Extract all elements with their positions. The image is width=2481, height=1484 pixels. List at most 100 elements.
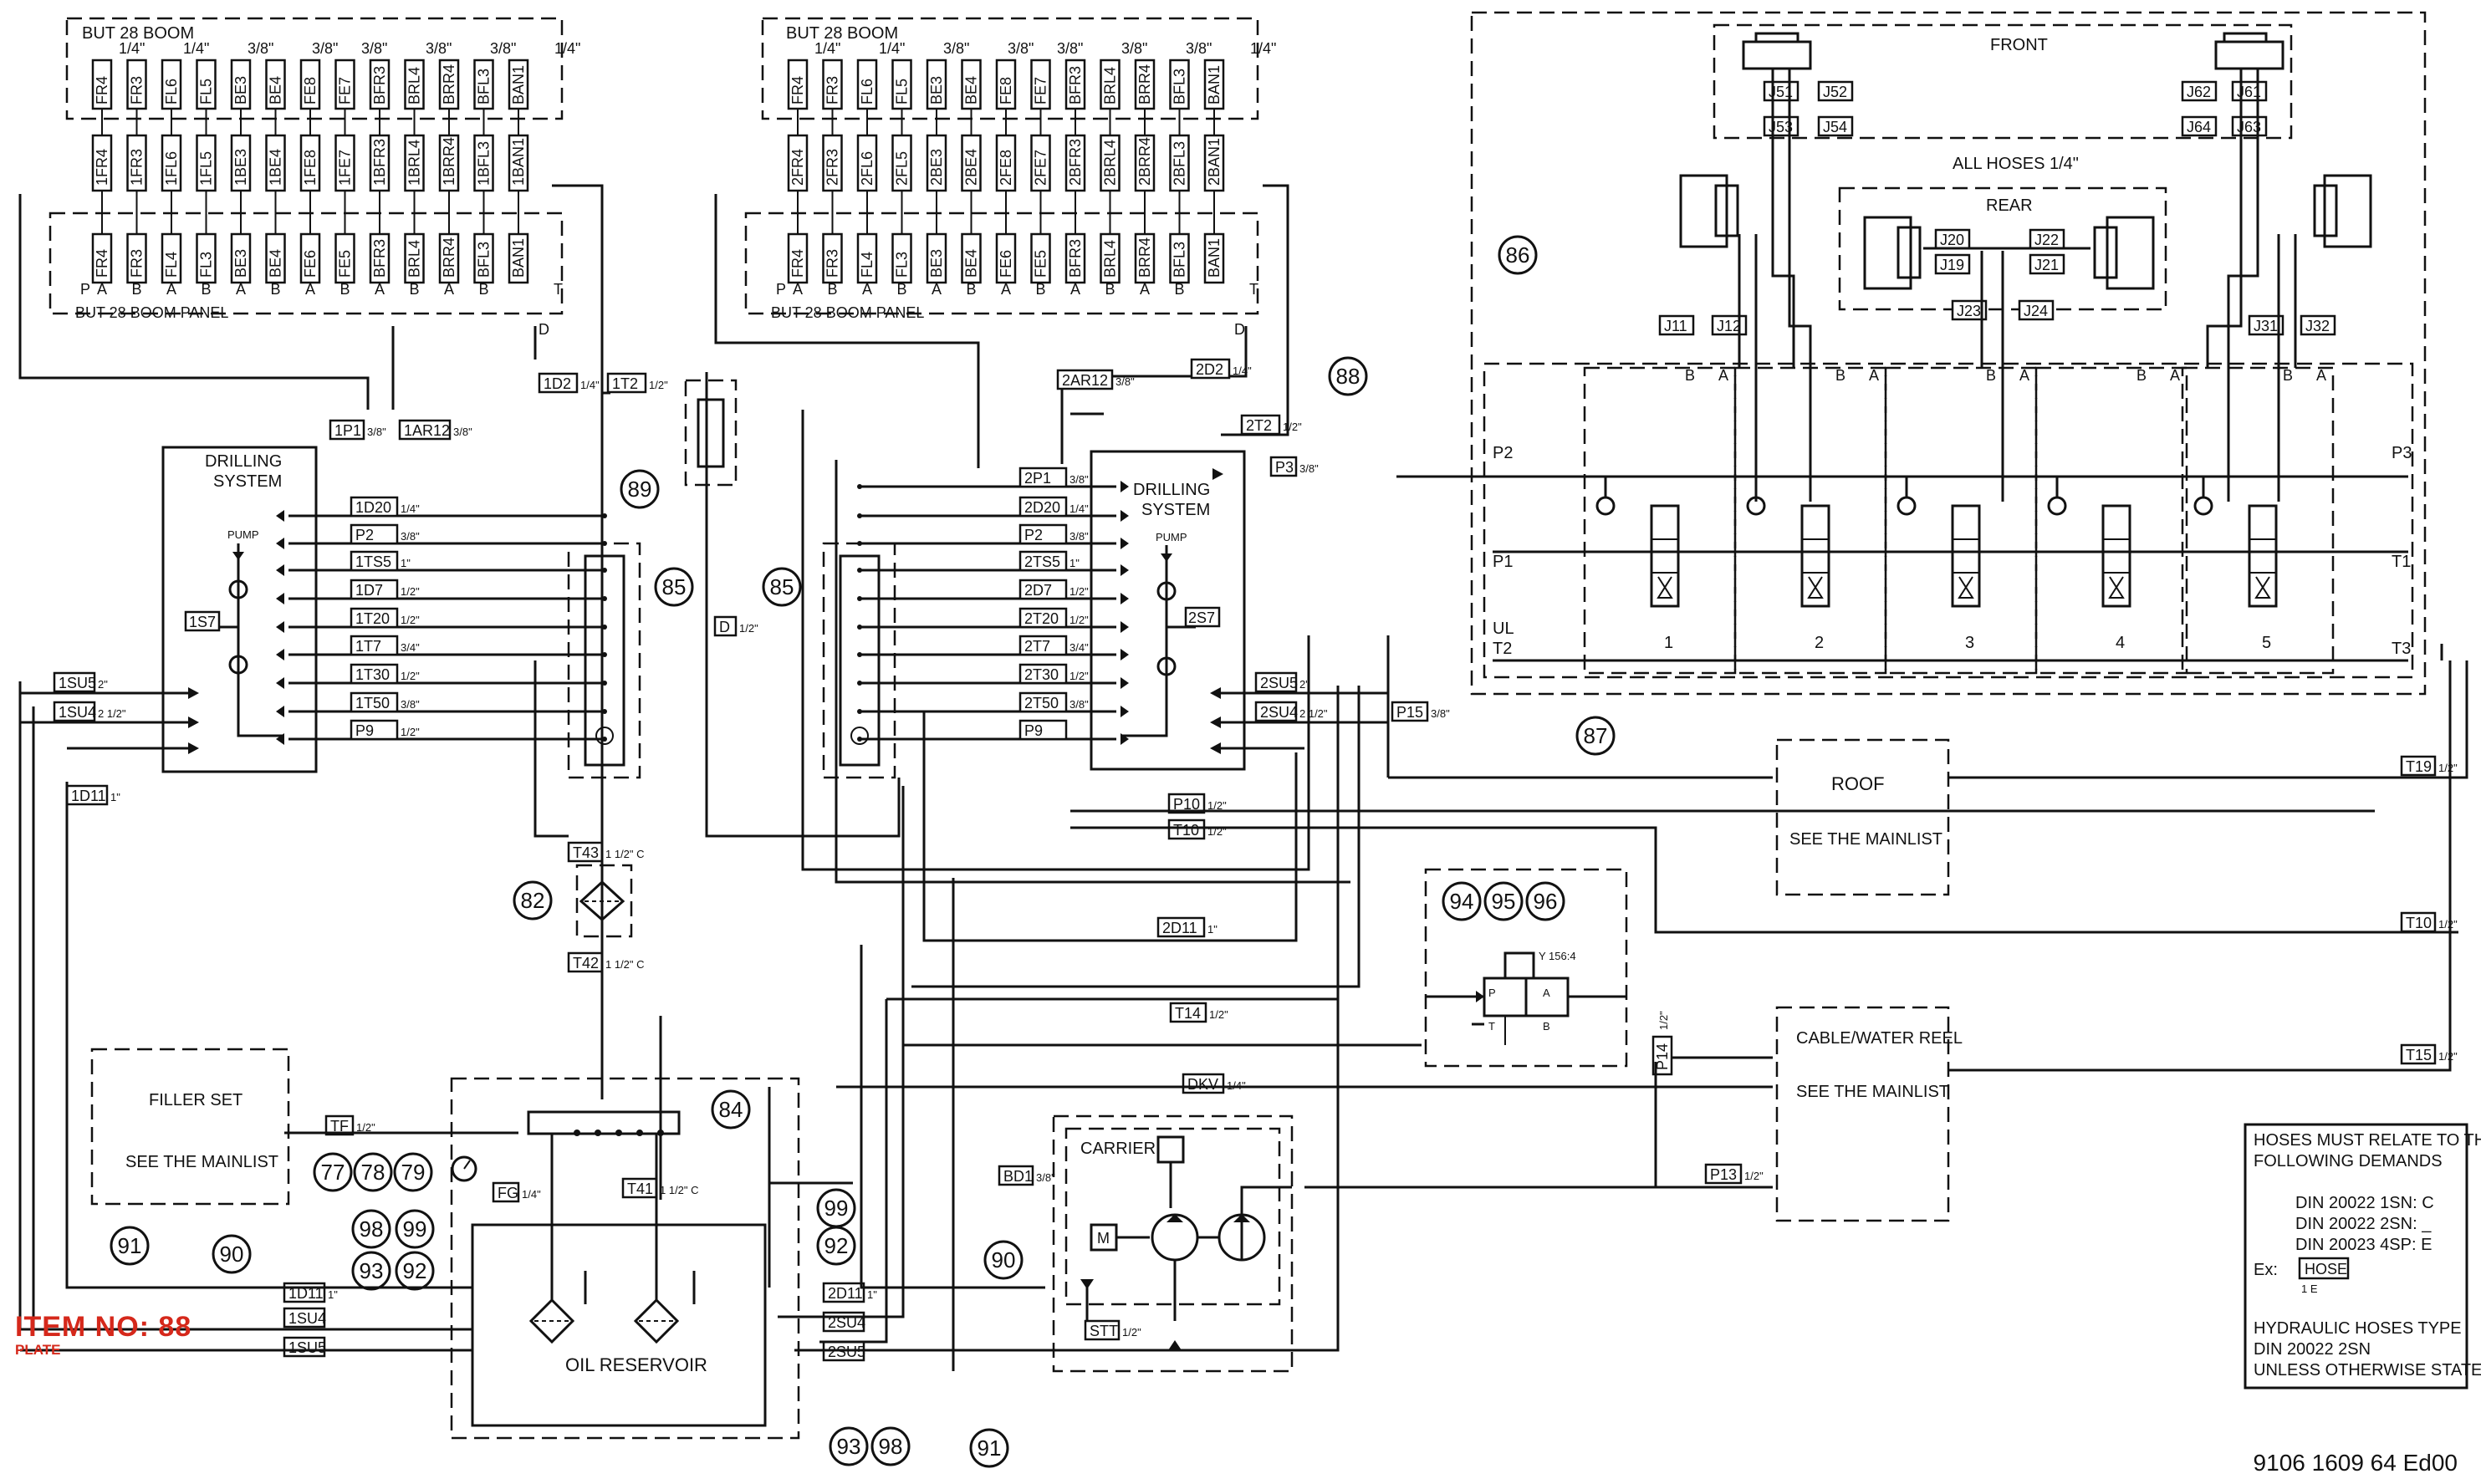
notes-box: HOSES MUST RELATE TO THE FOLLOWING DEMAN… (2244, 1123, 2481, 1390)
callout-balloon: 94 (1442, 881, 1482, 921)
boomRight-top-4: BE3 (928, 76, 945, 105)
j-side-2-label: J31 (2254, 318, 2278, 334)
j-rear-4: J23 (1951, 299, 1988, 321)
drill-right-line-4-size: 1/2" (1069, 585, 1089, 598)
boomLeft-top-10: BRR4 (441, 64, 457, 105)
valve-port-t1: T1 (2392, 553, 2411, 571)
boomLeft-panel-2: FL4 (163, 252, 180, 278)
j-side-0-label: J11 (1664, 318, 1687, 334)
boomRight-port-1: A (793, 281, 803, 298)
drill-right-line-8-label: 2T50 (1024, 695, 1059, 711)
hose-hT10b: T10 1/2" (2400, 911, 2458, 933)
hose-hT10b-label: T10 (2406, 915, 2432, 931)
hose-hP10-size: 1/2" (1207, 799, 1227, 812)
boomLeft-hose-7: 1FE7 (337, 150, 354, 186)
j-side-3: J32 (2300, 314, 2336, 336)
valve-sec-3-num: 4 (2116, 634, 2125, 652)
boomLeft-port-6: B (271, 281, 281, 298)
hose-h1D2-label: 1D2 (544, 375, 571, 392)
boomLeft-port-1: A (97, 281, 107, 298)
hose-h2SU5-label: 2SU5 (1260, 675, 1298, 691)
drill-left-line-6-size: 1/2" (401, 670, 420, 682)
boomRight-panel-5: BE4 (963, 249, 980, 278)
hose-hP14-size: 1/2" (1657, 1011, 1670, 1030)
drilling-right-s7: 2S7 (1188, 609, 1215, 626)
callout-number: 96 (1534, 889, 1558, 914)
drilling-left-s7: 1S7 (189, 614, 216, 630)
drill-right-line-0-size: 3/8" (1069, 473, 1089, 486)
hose-hBD1-label: BD1 (1003, 1168, 1033, 1185)
roof-box: ROOF SEE THE MAINLIST (1775, 738, 1950, 896)
j-side-3-label: J32 (2305, 318, 2330, 334)
drill-left-line-7-size: 3/8" (401, 698, 420, 711)
j-front-7: J63 (2231, 115, 2268, 137)
j-front-0-label: J51 (1769, 84, 1793, 100)
drill-right-line-1-size: 1/4" (1069, 502, 1089, 515)
valve-sec-4-num: 5 (2262, 634, 2271, 652)
boomLeft-hose-8: 1BFR3 (371, 139, 388, 186)
callout-number: 91 (978, 1436, 1002, 1461)
boomRight-size-0: 1/4" (814, 40, 840, 57)
sol-t: T (1488, 1020, 1495, 1033)
note-l8: UNLESS OTHERWISE STATED (2254, 1361, 2481, 1379)
note-l2: FOLLOWING DEMANDS (2254, 1152, 2443, 1170)
hose-r2SU4-label: 2SU4 (828, 1314, 865, 1331)
boomRight-port-0: P (776, 281, 786, 298)
drill-right-line-1: 2D20 1/4" (1018, 496, 1089, 518)
callout-balloon: 84 (711, 1089, 751, 1130)
carrier-title: CARRIER (1080, 1140, 1156, 1158)
j-rear-5-label: J24 (2024, 303, 2048, 319)
boomLeft-hose-3: 1FL5 (198, 151, 215, 186)
callout-number: 86 (1506, 242, 1530, 268)
hose-hP3-size: 3/8" (1299, 462, 1319, 475)
hose-hSTT-label: STT (1090, 1323, 1118, 1339)
hose-hP13-label: P13 (1710, 1166, 1737, 1183)
callout-balloon: 90 (983, 1240, 1024, 1280)
filter-82 (575, 864, 633, 938)
drill-left-line-4-size: 1/2" (401, 614, 420, 626)
valve-port-t2: T2 (1493, 640, 1512, 658)
valve-sec-4-b: B (2283, 367, 2293, 384)
boomLeft-top-5: BE4 (268, 76, 284, 105)
callout-balloon: 99 (816, 1188, 856, 1228)
boomLeft-top-0: FR4 (94, 76, 110, 105)
callout-balloon: 85 (654, 567, 694, 607)
drill-left-line-1-label: P2 (355, 527, 374, 543)
hose-r1SU4: 1SU4 (283, 1307, 326, 1328)
j-side-1: J12 (1711, 314, 1748, 336)
boomRight-port-11: A (1140, 281, 1150, 298)
hose-hT10b-size: 1/2" (2438, 918, 2458, 931)
note-l7: DIN 20022 2SN (2254, 1340, 2371, 1359)
boomRight-hose-8: 2BFR3 (1067, 139, 1084, 186)
boomLeft-panel-9: BRL4 (406, 240, 423, 278)
boomLeft-panel-5: BE4 (268, 249, 284, 278)
boomLeft-panel-3: FL3 (198, 252, 215, 278)
drill-right-line-1-label: 2D20 (1024, 499, 1060, 516)
boom-right: BUT 28 BOOM 1/4"1/4"3/8"3/8"3/8"3/8"3/8"… (744, 17, 1276, 338)
drill-right-line-7-size: 1/2" (1069, 670, 1089, 682)
note-l1: HOSES MUST RELATE TO THE (2254, 1131, 2481, 1150)
drill-right-line-4-label: 2D7 (1024, 582, 1052, 599)
boomRight-port-2: B (828, 281, 838, 298)
filler-box: FILLER SET SEE THE MAINLIST (90, 1048, 290, 1206)
valve-sec-1-num: 2 (1815, 634, 1824, 652)
manifold-85-left (567, 542, 641, 779)
note-ex: Ex: (2254, 1261, 2278, 1279)
hose-hT19-size: 1/2" (2438, 762, 2458, 774)
hose-hP10-label: P10 (1173, 796, 1200, 813)
